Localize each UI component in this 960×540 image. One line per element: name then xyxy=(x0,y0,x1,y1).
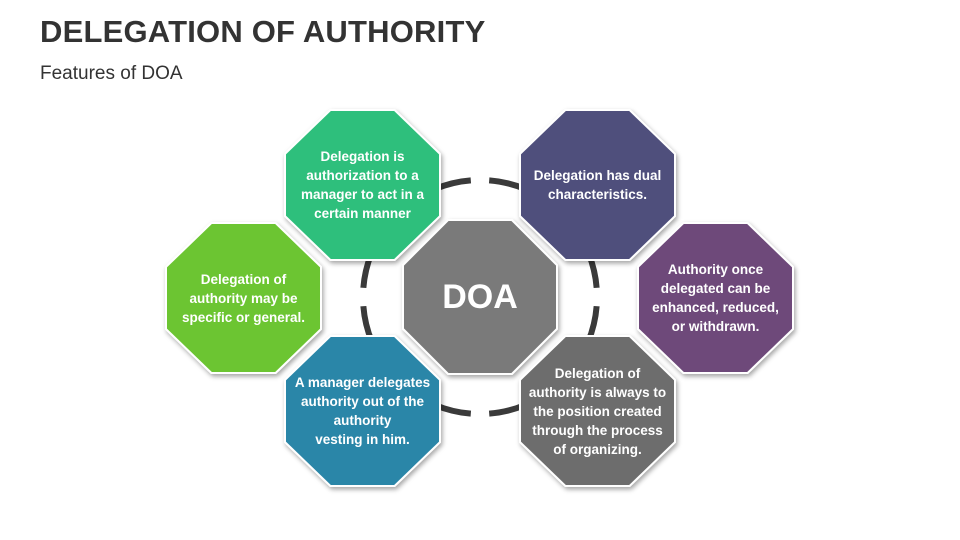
page-title: DELEGATION OF AUTHORITY xyxy=(40,14,486,49)
center-label: DOA xyxy=(442,277,518,316)
feature-label: A manager delegates authority out of the… xyxy=(294,375,431,447)
feature-octagon-left xyxy=(165,222,322,374)
feature-label: Delegation of authority is always to the… xyxy=(528,365,667,457)
feature-text-left: Delegation of authority may be specific … xyxy=(174,229,313,367)
feature-text-bottom-right: Delegation of authority is always to the… xyxy=(528,342,667,480)
feature-octagon-bottom-right xyxy=(519,335,676,487)
feature-text-right: Authority once delegated can be enhanced… xyxy=(646,229,785,367)
feature-octagon-top-right xyxy=(519,109,676,261)
feature-label: Authority once delegated can be enhanced… xyxy=(652,262,779,334)
page-subtitle: Features of DOA xyxy=(40,63,183,84)
feature-label: Delegation has dual characteristics. xyxy=(533,168,662,202)
feature-text-top-right: Delegation has dual characteristics. xyxy=(528,116,667,254)
feature-octagon-right xyxy=(637,222,794,374)
feature-label: Delegation is authorization to a manager… xyxy=(300,149,425,221)
feature-label: Delegation of authority may be specific … xyxy=(181,271,306,325)
feature-octagon-top-left xyxy=(284,109,441,261)
feature-text-bottom-left: A manager delegates authority out of the… xyxy=(293,342,432,480)
center-octagon xyxy=(402,219,558,375)
feature-text-top-left: Delegation is authorization to a manager… xyxy=(293,116,432,254)
feature-octagon-bottom-left xyxy=(284,335,441,487)
